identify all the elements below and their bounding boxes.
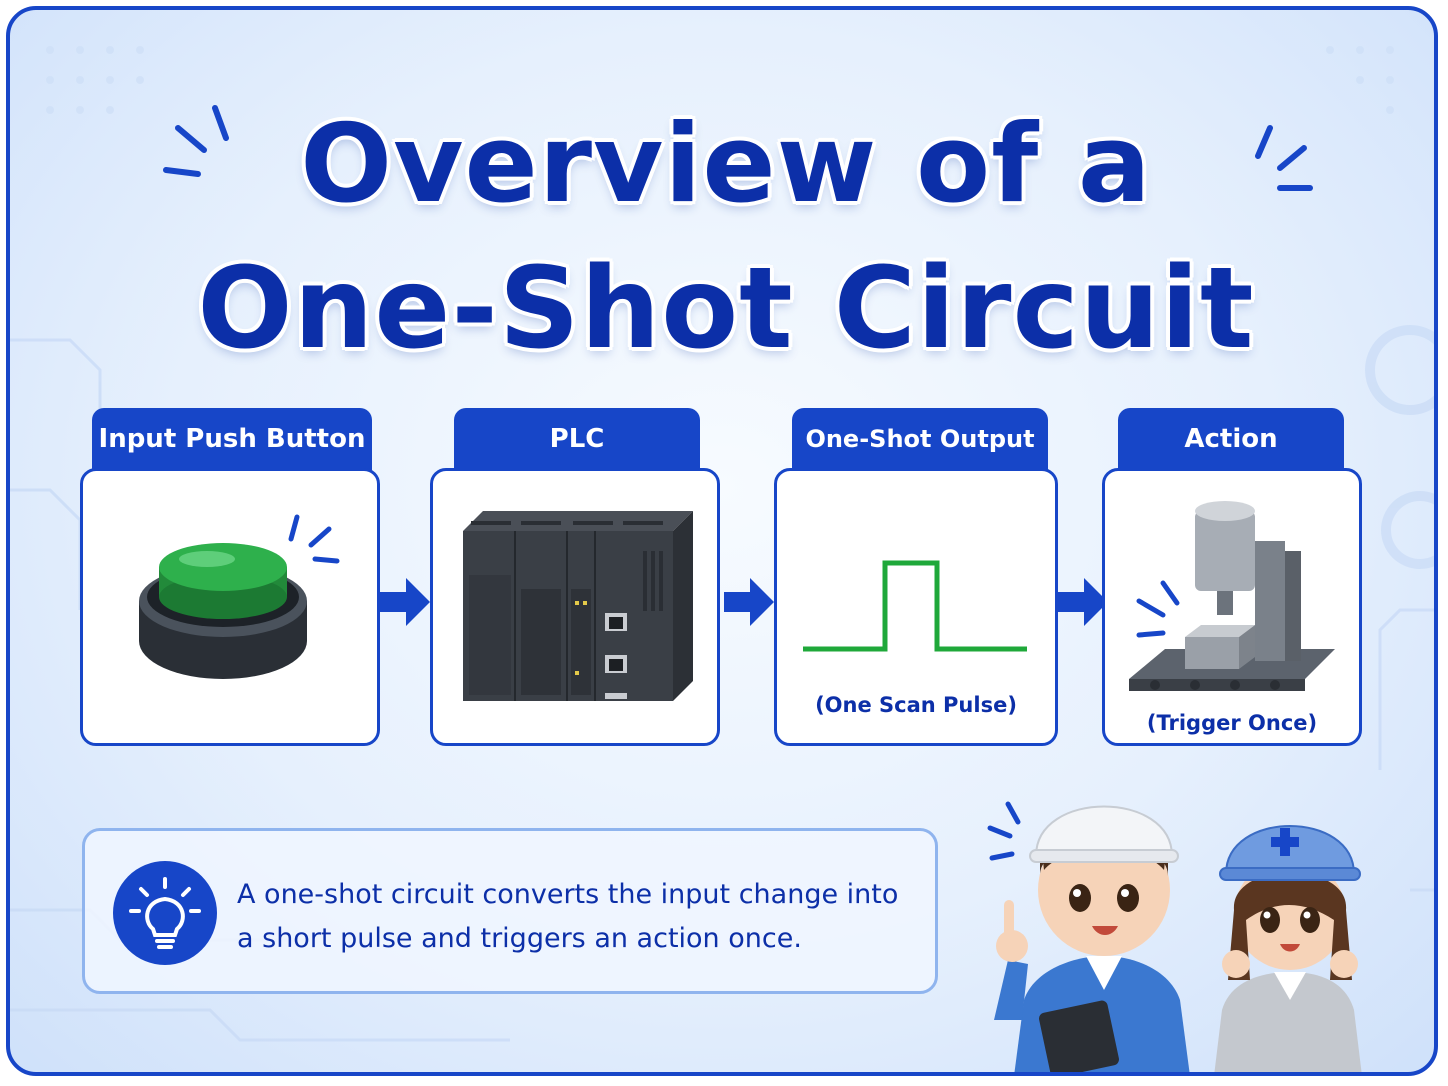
engineer-characters-illustration — [987, 801, 1362, 1072]
infographic-frame: Overview of a One-Shot Circuit Input Pus… — [6, 6, 1438, 1076]
summary-note: A one-shot circuit converts the input ch… — [82, 828, 938, 994]
step-plc-tab: PLC — [454, 408, 700, 470]
step-one-shot-output-box: (One Scan Pulse) — [774, 468, 1058, 746]
emphasis-burst-icon — [163, 105, 229, 177]
step-one-shot-output-caption: (One Scan Pulse) — [815, 693, 1017, 717]
step-plc-box — [430, 468, 720, 746]
step-action-box: (Trigger Once) — [1102, 468, 1362, 746]
lightbulb-icon — [113, 861, 217, 965]
page-title-line1: Overview of a — [300, 102, 1152, 227]
push-button-icon — [139, 514, 340, 679]
summary-note-line2: a short pulse and triggers an action onc… — [237, 923, 802, 954]
male-engineer-illustration — [987, 801, 1190, 1072]
flow-arrow-icon — [380, 578, 430, 626]
emphasis-burst-icon — [1255, 125, 1313, 191]
plc-icon — [463, 511, 693, 701]
female-engineer-illustration — [1214, 825, 1362, 1072]
flow-arrow-icon — [724, 578, 774, 626]
step-input-push-button-box — [80, 468, 380, 746]
summary-note-line1: A one-shot circuit converts the input ch… — [237, 879, 899, 910]
machine-icon — [1129, 501, 1335, 691]
summary-note-text: A one-shot circuit converts the input ch… — [237, 873, 917, 961]
step-action-caption: (Trigger Once) — [1146, 711, 1318, 735]
step-action-tab: Action — [1118, 408, 1344, 470]
step-input-push-button-tab: Input Push Button — [92, 408, 372, 470]
flow-arrow-icon — [1058, 578, 1108, 626]
step-one-shot-output-tab: One-Shot Output — [792, 408, 1048, 470]
pulse-waveform-icon — [803, 560, 1027, 652]
page-title-line2: One-Shot Circuit — [197, 244, 1255, 374]
